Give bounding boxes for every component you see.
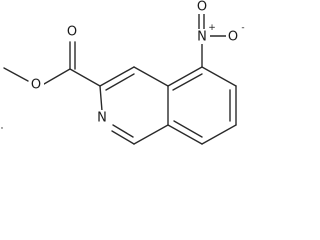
bond-c4a-c5	[167, 66, 203, 87]
charge-o-nitro-right: -	[241, 23, 244, 33]
bond-c8a-c1	[133, 124, 169, 145]
mask-n-nitro	[195, 29, 210, 44]
bond-c7-c8	[201, 124, 237, 145]
bond-methyl-o	[3, 67, 29, 82]
atom-o-carbonyl: O	[67, 25, 77, 40]
atom-o-nitro-right: O	[228, 30, 238, 45]
molecule-structure: O O N N + O O -	[1, 0, 245, 145]
charge-nitro-n: +	[208, 23, 216, 33]
bond-c5-c6	[201, 66, 237, 87]
bond-c8-c8a	[167, 124, 203, 145]
bond-o-carbonyl-c	[43, 68, 71, 85]
bond-c4-c4a	[133, 66, 169, 87]
atom-n-ring: N	[97, 111, 107, 126]
bond-c1-n	[111, 130, 135, 145]
bond-c8-c8a-inner	[173, 120, 203, 138]
mask-o-nitro-top	[195, 0, 210, 14]
bond-carbonyl-c3	[69, 68, 101, 87]
bond-c1-n-inner	[112, 124, 134, 138]
atom-n-nitro: N	[197, 30, 207, 45]
atom-o-nitro-top: O	[197, 0, 207, 15]
bond-c3-c4	[99, 66, 135, 87]
mask-n-ring	[95, 110, 110, 125]
mask-o-carbonyl	[65, 24, 80, 39]
mask-o-nitro-right	[226, 29, 241, 44]
bond-n-c3	[99, 85, 103, 112]
mask-o-methoxy	[29, 77, 44, 92]
atom-o-methoxy: O	[31, 78, 41, 93]
structure-canvas: O O N N + O O -	[1, 0, 245, 145]
bond-c3-c4-inner	[105, 73, 135, 91]
bond-c4a-c5-inner	[172, 73, 203, 91]
